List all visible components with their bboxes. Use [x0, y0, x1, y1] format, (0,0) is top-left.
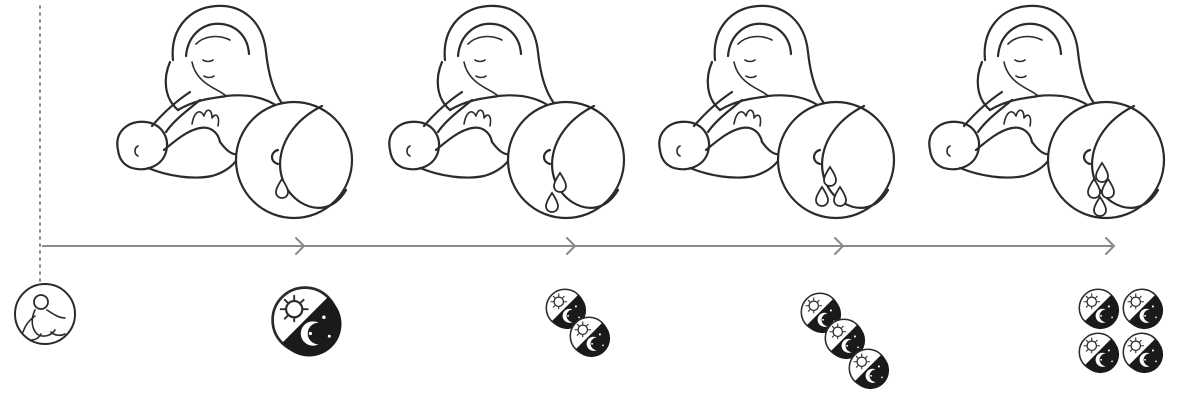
timeline-arrow-4	[1105, 237, 1115, 255]
day-night-icon	[1078, 332, 1120, 374]
breast-outline	[278, 104, 348, 209]
nipple-outline	[812, 148, 822, 166]
timeline-arrow-3	[834, 237, 844, 255]
day-night-icon	[1122, 288, 1164, 330]
stage-2	[388, 4, 626, 358]
timeline-arrow-1	[295, 237, 305, 255]
stage-3	[658, 4, 896, 390]
newborn-icon	[14, 283, 76, 345]
day-night-icon	[1078, 288, 1120, 330]
breast-closeup-icon	[234, 100, 354, 220]
breast-closeup-icon	[1046, 100, 1166, 220]
day-night-icon	[271, 286, 343, 358]
day-night-icon	[1122, 332, 1164, 374]
day-night-icon	[569, 316, 611, 358]
nipple-outline	[270, 148, 280, 166]
nipple-outline	[542, 148, 552, 166]
timeline-arrow-2	[566, 237, 576, 255]
stage-4	[928, 4, 1166, 374]
breast-outline	[550, 104, 620, 209]
breast-closeup-icon	[506, 100, 626, 220]
nipple-outline	[1082, 148, 1092, 166]
day-night-icon	[848, 348, 890, 390]
breast-closeup-icon	[776, 100, 896, 220]
stage-1	[116, 4, 354, 358]
